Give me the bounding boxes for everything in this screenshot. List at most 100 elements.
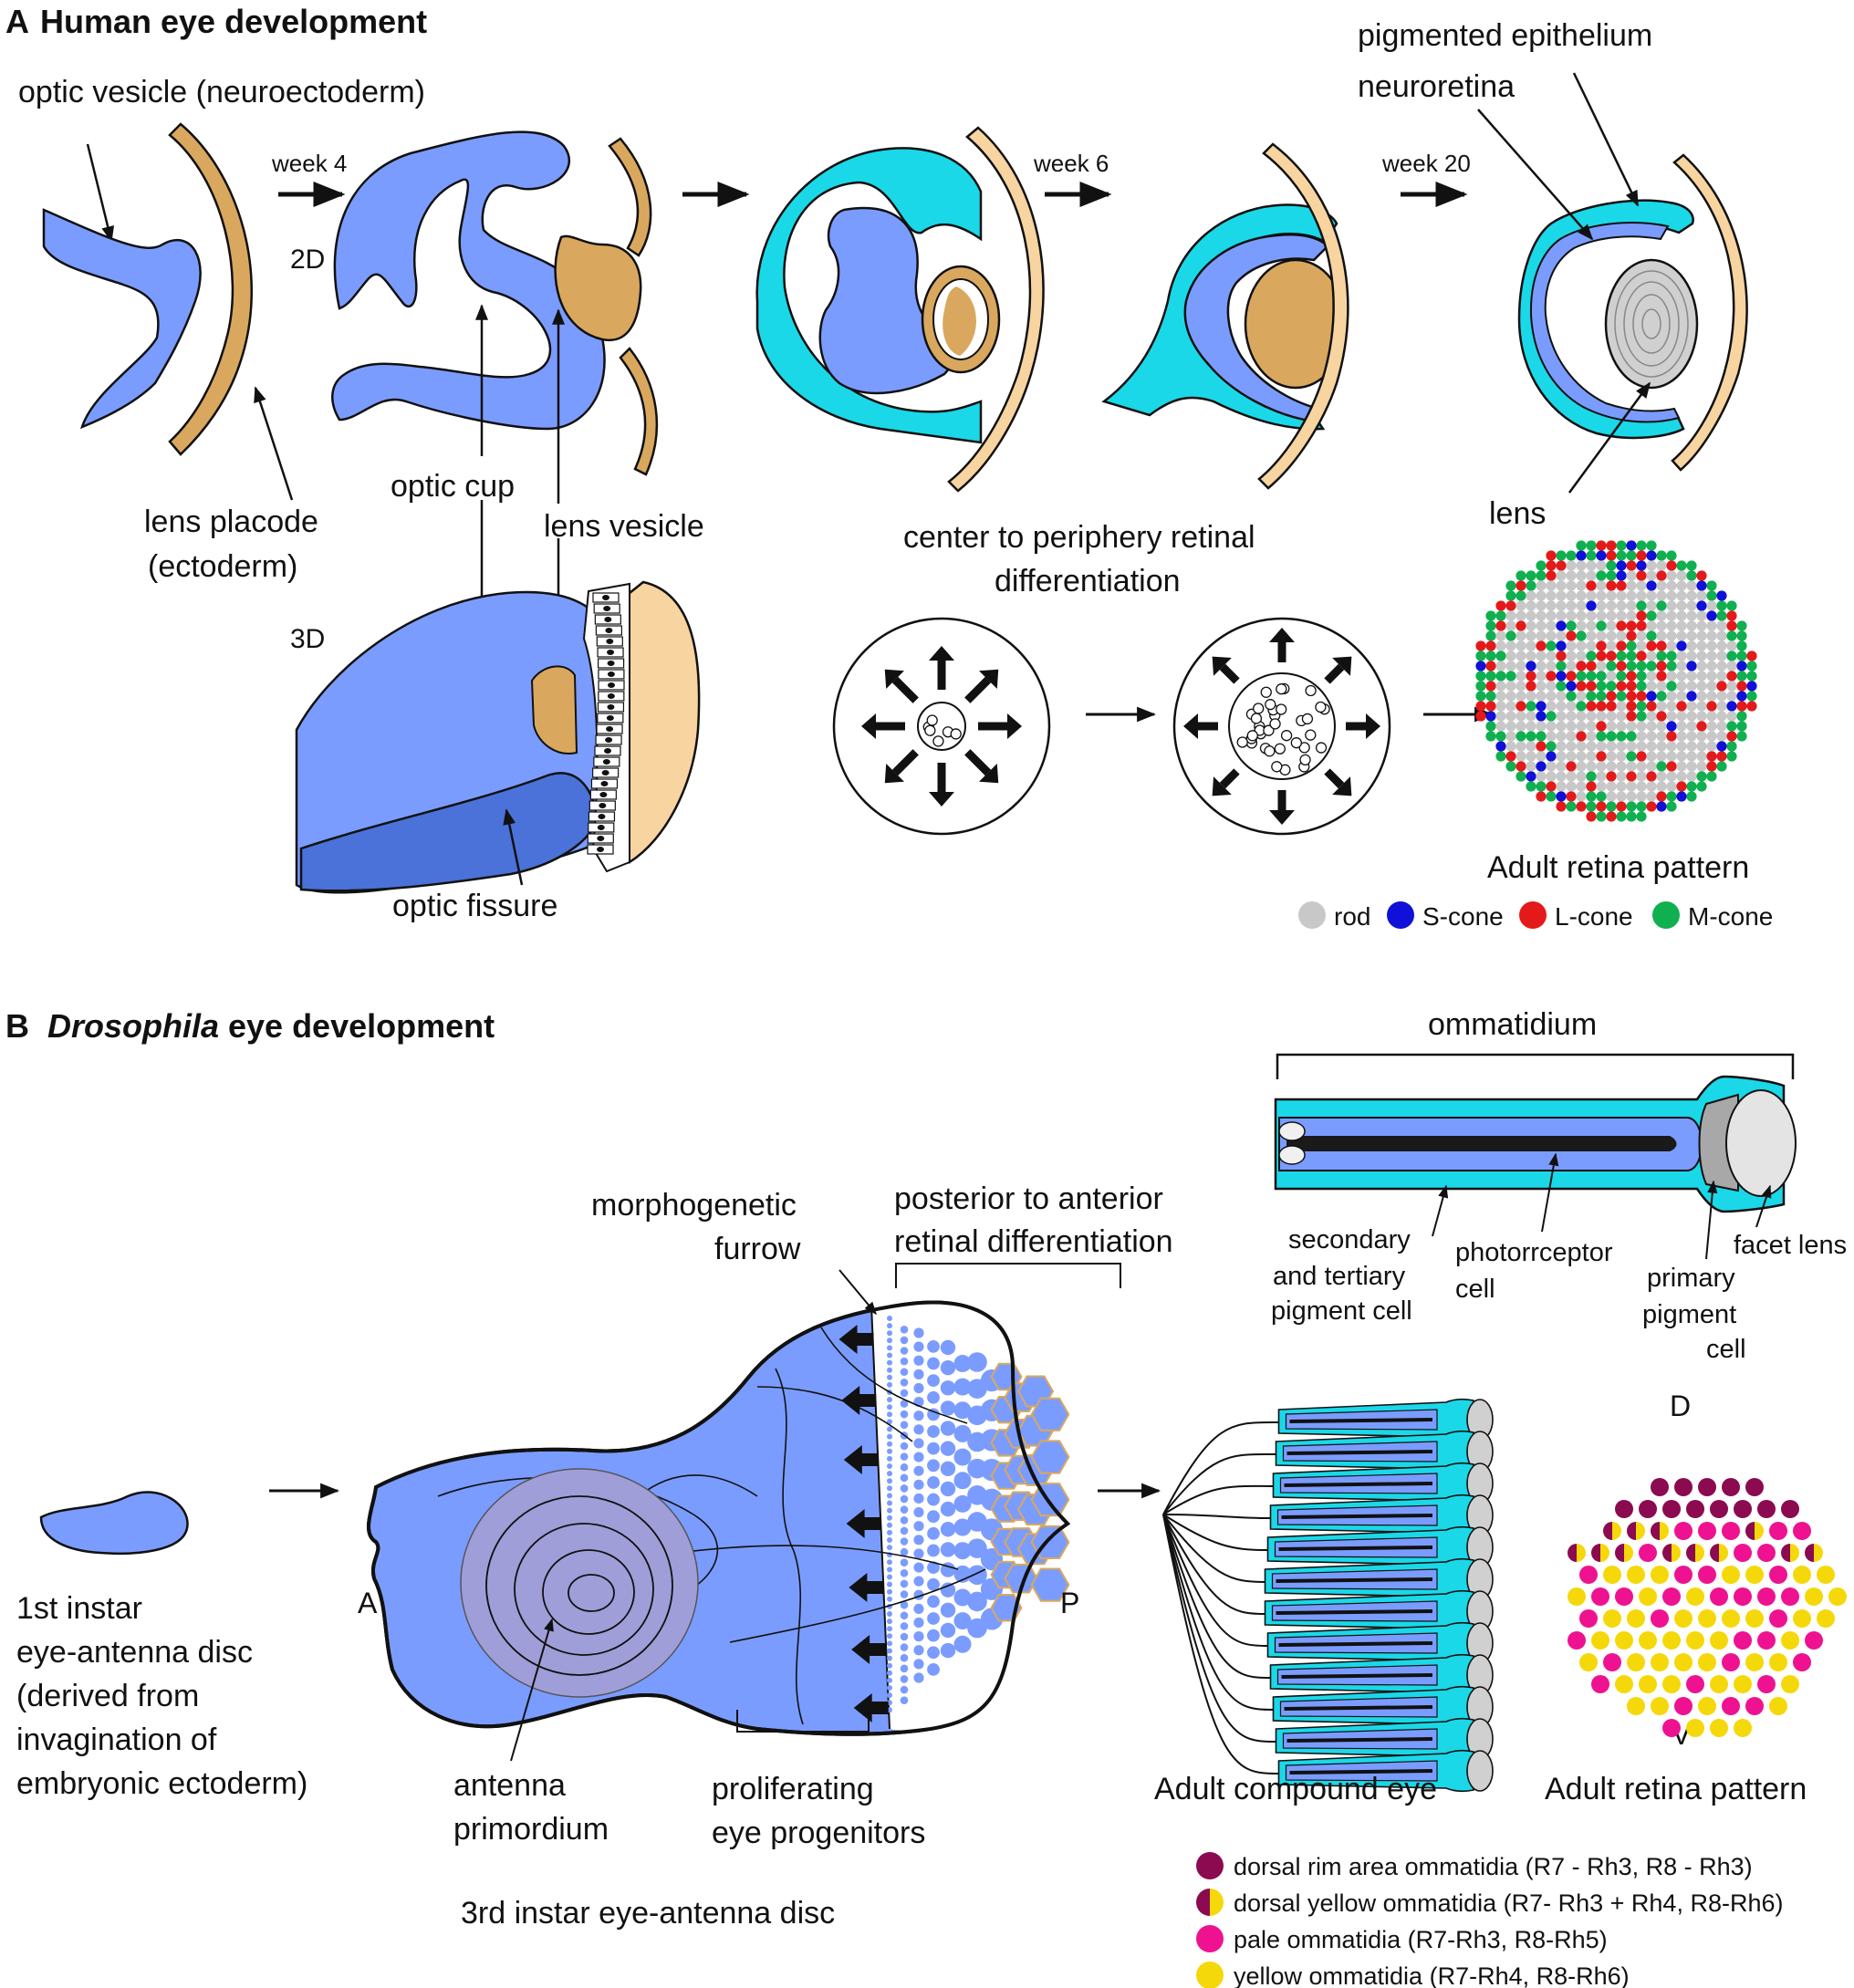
retina-cell	[1586, 811, 1597, 822]
label-ommatidium: ommatidium	[1428, 1007, 1597, 1042]
differentiating-cell	[900, 1696, 909, 1704]
retina-cell	[1566, 610, 1577, 621]
retina-cell	[1576, 701, 1587, 712]
dorsal-rim-ommatidium	[1615, 1500, 1633, 1518]
ommatidium-dot	[1674, 1609, 1693, 1628]
retina-cell	[1576, 580, 1587, 591]
retina-cell	[1546, 550, 1557, 561]
retina-cell	[1706, 721, 1717, 732]
retina-cell	[1606, 610, 1617, 621]
differentiating-cell	[887, 1685, 892, 1691]
bracket-prolif	[736, 1710, 870, 1733]
retina-cell	[1536, 610, 1547, 621]
retina-cell	[1716, 701, 1727, 712]
ommatidium-dot	[1579, 1653, 1598, 1671]
retina-cell	[1686, 721, 1697, 732]
retina-cell	[1666, 630, 1677, 641]
differentiating-cell	[887, 1352, 892, 1358]
ommatidium-dot	[1615, 1675, 1633, 1693]
retina-cell	[1606, 761, 1617, 772]
radial-arrow-shaft	[1324, 768, 1345, 789]
retina-cell	[1696, 721, 1707, 732]
adult-retina-mosaic-fly	[1568, 1478, 1847, 1737]
ommatidium-dot	[1745, 1697, 1764, 1715]
dorsal-yellow-ommatidium-half	[1814, 1544, 1823, 1562]
retina-cell	[1716, 600, 1727, 611]
small-cell	[1260, 686, 1272, 698]
ommatidium-dot	[1686, 1719, 1704, 1737]
retina-cell	[1686, 640, 1697, 651]
retina-cell	[1546, 560, 1557, 571]
small-cell	[1315, 701, 1327, 713]
retina-cell	[1636, 711, 1647, 722]
retina-cell	[1636, 741, 1647, 752]
ommatidium-dot	[1722, 1566, 1740, 1584]
retina-cell	[1736, 640, 1747, 651]
differentiating-cell	[953, 1424, 972, 1442]
cell-nucleus	[607, 650, 615, 655]
retina-cell	[1686, 741, 1697, 752]
ommatidium-dot	[1722, 1697, 1740, 1715]
retina-cell	[1596, 661, 1607, 671]
label-3d: 3D	[290, 624, 325, 654]
label-lens-vesicle: lens vesicle	[544, 509, 704, 544]
label-primary-3: cell	[1706, 1335, 1746, 1364]
differentiating-cell	[900, 1473, 909, 1483]
retina-cell	[1636, 630, 1647, 641]
retina-cell	[1586, 701, 1597, 712]
retina-cell	[1596, 681, 1607, 692]
ommatidium-dot	[1805, 1631, 1823, 1650]
differentiating-cell	[913, 1576, 924, 1587]
retina-cell	[1686, 711, 1697, 722]
retina-cell	[1706, 771, 1717, 782]
differentiating-cell	[887, 1478, 892, 1484]
differentiating-cell	[940, 1461, 956, 1477]
retina-cell	[1626, 781, 1637, 792]
retina-cell	[1726, 751, 1737, 762]
retina-cell	[1636, 761, 1647, 772]
dorsal-rim-ommatidium	[1710, 1500, 1728, 1518]
retina-cell	[1556, 801, 1567, 812]
label-secondary-3: pigment cell	[1271, 1296, 1412, 1326]
differentiating-cell	[887, 1471, 892, 1477]
retina-cell	[1626, 661, 1637, 671]
differentiating-cell	[940, 1441, 956, 1456]
retina-cell	[1556, 721, 1567, 732]
retina-cell	[1576, 791, 1587, 802]
retina-cell	[1636, 801, 1647, 812]
retina-cell	[1656, 560, 1667, 571]
differentiating-cell	[887, 1574, 892, 1580]
retina-cell	[1536, 781, 1547, 792]
ommatidium-dot	[1745, 1566, 1764, 1584]
differentiating-cell	[900, 1421, 909, 1430]
retina-cell	[1495, 721, 1506, 732]
radial-arrow-head	[1332, 656, 1352, 676]
radial-arrow-shaft	[891, 749, 919, 776]
retina-cell	[1586, 721, 1597, 732]
retina-cell	[1566, 580, 1577, 591]
retina-cell	[1676, 560, 1687, 571]
differentiating-cell	[940, 1359, 956, 1376]
retina-cell	[1576, 550, 1587, 561]
label-adult-retina-human: Adult retina pattern	[1487, 850, 1749, 885]
retina-cell	[1616, 751, 1627, 762]
retina-cell	[1666, 600, 1677, 611]
retina-cell	[1656, 781, 1667, 792]
retina-cell	[1515, 681, 1526, 692]
retina-cell	[1515, 751, 1526, 762]
retina-cell	[1726, 651, 1737, 661]
differentiating-cell	[953, 1518, 972, 1536]
differentiating-cell	[927, 1374, 940, 1388]
retina-cell	[1636, 540, 1647, 551]
retina-cell	[1495, 681, 1506, 692]
retina-cell	[1485, 651, 1496, 661]
retina-cell	[1556, 570, 1567, 581]
differentiating-cell	[887, 1337, 892, 1344]
retina-cell	[1656, 671, 1667, 682]
label-pigmented-epithelium: pigmented epithelium	[1358, 18, 1652, 53]
differentiating-cell	[953, 1448, 972, 1466]
retina-cell	[1686, 560, 1697, 571]
furrow-arrow	[841, 1386, 877, 1415]
ommatidium-dot	[1793, 1566, 1811, 1584]
